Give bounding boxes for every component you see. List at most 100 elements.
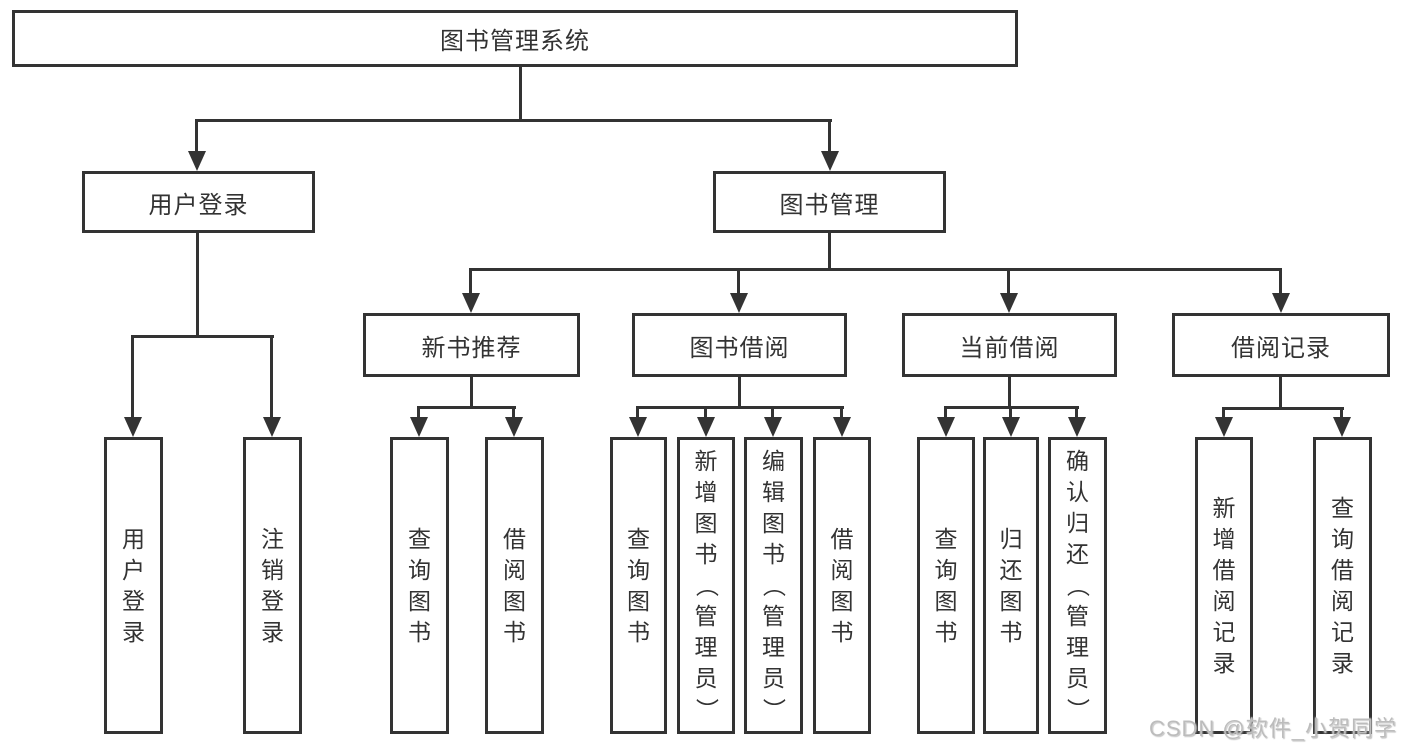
connector-root-hline	[196, 119, 832, 122]
vertical-char: 图	[503, 587, 526, 614]
arrow-stem	[828, 119, 831, 157]
vertical-char: 书	[694, 541, 718, 567]
arrow-stem	[704, 406, 707, 423]
vertical-char: 询	[408, 556, 431, 583]
vertical-char: 认	[1066, 479, 1089, 505]
vertical-char: 还	[999, 556, 1023, 583]
vertical-char: 图	[408, 587, 431, 614]
vertical-char: 增	[694, 479, 718, 505]
vertical-char: 编	[762, 448, 785, 474]
vertical-char: 阅	[830, 556, 854, 583]
vertical-char: 员	[762, 665, 785, 691]
vertical-char: 阅	[1331, 587, 1354, 614]
arrowhead-down-icon	[764, 417, 782, 437]
leaf-newbook-query: 查询图书	[390, 437, 449, 734]
vertical-char: ）	[1065, 698, 1091, 721]
arrow-stem	[737, 268, 740, 299]
arrow-to-leaf-logout	[263, 335, 281, 437]
vertical-char: 记	[1212, 618, 1236, 645]
leaf-current-confirm: 确认归还（管理员）	[1048, 437, 1107, 734]
vertical-char: ）	[761, 698, 787, 721]
arrowhead-down-icon	[410, 417, 428, 437]
arrowhead-down-icon	[462, 293, 480, 313]
vertical-char: 借	[1212, 556, 1236, 583]
vertical-char: 理	[694, 634, 718, 660]
arrow-stem	[840, 406, 843, 423]
vertical-char: 图	[627, 587, 650, 614]
vertical-char: 书	[408, 618, 431, 645]
connector-user-login-vline	[196, 233, 199, 335]
arrow-newbook-borrow	[505, 406, 523, 437]
arrowhead-down-icon	[1272, 293, 1290, 313]
node-user-login: 用户登录	[82, 171, 315, 233]
arrow-borrow-edit	[764, 406, 782, 437]
node-current-borrow: 当前借阅	[902, 313, 1117, 377]
arrow-to-book-borrow	[730, 268, 748, 313]
arrow-stem	[1340, 407, 1343, 423]
connector-book-mgmt-vline	[828, 233, 831, 268]
vertical-char: 辑	[762, 479, 785, 505]
vertical-char: 查	[1331, 494, 1354, 521]
arrowhead-down-icon	[1215, 417, 1233, 437]
vertical-char: 员	[694, 665, 718, 691]
arrow-stem	[1279, 268, 1282, 299]
vertical-char: 理	[1066, 634, 1089, 660]
vertical-char: （	[761, 574, 787, 597]
vertical-char: 归	[1066, 510, 1089, 536]
connector-book-mgmt-hline	[469, 268, 1282, 271]
vertical-char: 阅	[1212, 587, 1236, 614]
vertical-char: 录	[122, 618, 145, 645]
arrow-stem	[195, 119, 198, 157]
vertical-char: 书	[999, 618, 1023, 645]
arrow-borrow-add	[697, 406, 715, 437]
leaf-newbook-borrow: 借阅图书	[485, 437, 544, 734]
vertical-char: 询	[934, 556, 958, 583]
arrow-to-current-borrow	[1000, 268, 1018, 313]
leaf-current-query: 查询图书	[917, 437, 975, 734]
vertical-char: 新	[694, 448, 718, 474]
vertical-char: 员	[1066, 665, 1089, 691]
leaf-logout: 注销登录	[243, 437, 302, 734]
vertical-char: 理	[762, 634, 785, 660]
vertical-char: 图	[762, 510, 785, 536]
leaf-user-login: 用户登录	[104, 437, 163, 734]
arrowhead-down-icon	[937, 417, 955, 437]
leaf-borrow-add: 新增图书（管理员）	[677, 437, 735, 734]
connector-borrow-record-vline	[1279, 377, 1282, 407]
vertical-char: 管	[762, 603, 785, 629]
arrowhead-down-icon	[1002, 417, 1020, 437]
vertical-char: 书	[503, 618, 526, 645]
vertical-char: 阅	[503, 556, 526, 583]
connector-new-book-vline	[470, 377, 473, 406]
vertical-char: 图	[830, 587, 854, 614]
connector-user-login-hline	[132, 335, 274, 338]
connector-current-borrow-vline	[1008, 377, 1011, 406]
vertical-char: 查	[934, 525, 958, 552]
vertical-char: （	[693, 574, 720, 597]
vertical-char: 管	[694, 603, 718, 629]
arrow-to-book-management	[821, 119, 839, 171]
leaf-borrow-query: 查询图书	[610, 437, 667, 734]
vertical-char: 书	[934, 618, 958, 645]
leaf-record-query: 查询借阅记录	[1313, 437, 1372, 734]
vertical-char: 书	[830, 618, 854, 645]
arrowhead-down-icon	[1333, 417, 1351, 437]
arrow-borrow-query	[629, 406, 647, 437]
vertical-char: 询	[1331, 525, 1354, 552]
arrow-stem	[131, 335, 134, 423]
vertical-char: 管	[1066, 603, 1089, 629]
arrow-record-add	[1215, 407, 1233, 437]
arrow-current-confirm	[1068, 406, 1086, 437]
vertical-char: 新	[1212, 494, 1236, 521]
leaf-record-add: 新增借阅记录	[1195, 437, 1253, 734]
node-borrow-record: 借阅记录	[1172, 313, 1390, 377]
vertical-char: 录	[1331, 649, 1354, 676]
vertical-char: 询	[627, 556, 650, 583]
arrow-stem	[270, 335, 273, 423]
arrowhead-down-icon	[730, 293, 748, 313]
vertical-char: 登	[261, 587, 284, 614]
leaf-borrow-edit: 编辑图书（管理员）	[744, 437, 803, 734]
vertical-char: 查	[408, 525, 431, 552]
arrowhead-down-icon	[124, 417, 142, 437]
